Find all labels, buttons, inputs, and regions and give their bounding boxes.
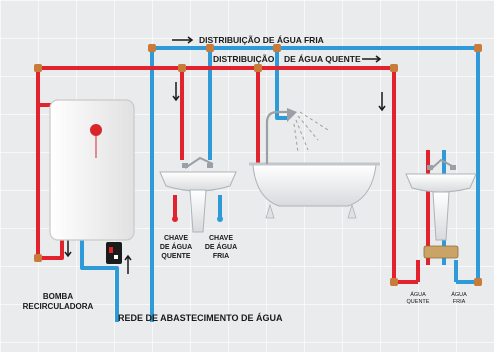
water-spray-icon	[293, 111, 329, 153]
arrow-head	[187, 36, 194, 44]
cold-tap-label-line2: DE ÁGUA	[205, 242, 237, 251]
bathtub-foot	[347, 203, 357, 219]
fitting	[273, 44, 281, 52]
fitting	[390, 278, 398, 286]
hot-tap-label-line3: QUENTE	[161, 253, 191, 260]
arrow-head	[375, 55, 382, 63]
arrow-head	[64, 251, 72, 258]
cold-water-small-label-line1: ÁGUA	[451, 291, 467, 298]
cold-tap-label-line1: CHAVE	[209, 235, 233, 242]
cold-supply-to-heater-pipe	[80, 240, 119, 322]
hot-tap-label-line1: CHAVE	[164, 235, 188, 242]
cold-drop-to-bath	[275, 48, 287, 120]
bathtub-body	[252, 164, 377, 207]
faucet-handle-icon	[182, 163, 188, 168]
left-sink	[159, 156, 237, 233]
pump-label-line2: RECIRCULADORA	[23, 302, 94, 311]
fitting	[148, 44, 156, 52]
mixing-valve-icon	[423, 245, 459, 259]
hot-distribution-label-part1: DISTRIBUIÇÃO	[213, 54, 275, 64]
bathtub	[249, 108, 380, 219]
arrow-head	[124, 254, 132, 261]
flow-arrows	[64, 36, 386, 274]
faucet-icon	[184, 156, 214, 169]
faucet-handle-icon	[207, 163, 213, 168]
fitting	[474, 44, 482, 52]
pipe-fittings	[34, 44, 482, 286]
hot-return-pipe	[36, 105, 64, 260]
fitting	[474, 278, 482, 286]
sink-basin	[405, 173, 477, 193]
cold-tap-label-line3: FRIA	[213, 253, 229, 260]
faucet-handle-icon	[450, 165, 456, 170]
fitting	[390, 64, 398, 72]
pump-label-line1: BOMBA	[43, 292, 73, 301]
cold-distribution-label: DISTRIBUIÇÃO DE ÁGUA FRIA	[199, 35, 324, 45]
right-sink	[405, 158, 477, 259]
fitting	[34, 254, 42, 262]
fitting	[34, 64, 42, 72]
pump-led-icon	[109, 247, 113, 253]
hot-water-small-label-line2: QUENTE	[407, 299, 430, 305]
shower-head-icon	[287, 108, 297, 122]
hot-valve-icon	[172, 216, 178, 222]
supply-network-label: REDE DE ABASTECIMENTO DE ÁGUA	[118, 313, 283, 323]
cold-water-small-label-line2: FRIA	[453, 299, 466, 305]
fitting	[178, 64, 186, 72]
arrow-head	[172, 95, 180, 102]
hot-water-small-label-line1: ÁGUA	[410, 291, 426, 298]
sink-pedestal	[432, 191, 450, 241]
faucet-icon	[429, 158, 453, 171]
shower-pipe	[265, 110, 290, 164]
arrow-head	[378, 105, 386, 112]
bathtub-foot	[265, 203, 275, 219]
sink-pedestal	[189, 189, 207, 233]
recirculation-pump	[106, 242, 122, 264]
heater-logo-icon	[90, 124, 102, 136]
fitting	[254, 64, 262, 72]
fitting	[206, 44, 214, 52]
hot-distribution-label-part2: DE ÁGUA QUENTE	[284, 54, 361, 64]
pump-body	[106, 242, 122, 264]
hot-tap-label-line2: DE ÁGUA	[160, 242, 192, 251]
pump-display-icon	[114, 255, 118, 259]
water-heater	[49, 99, 135, 241]
heater-body	[49, 99, 135, 241]
faucet-handle-icon	[427, 165, 433, 170]
cold-valve-icon	[217, 216, 223, 222]
